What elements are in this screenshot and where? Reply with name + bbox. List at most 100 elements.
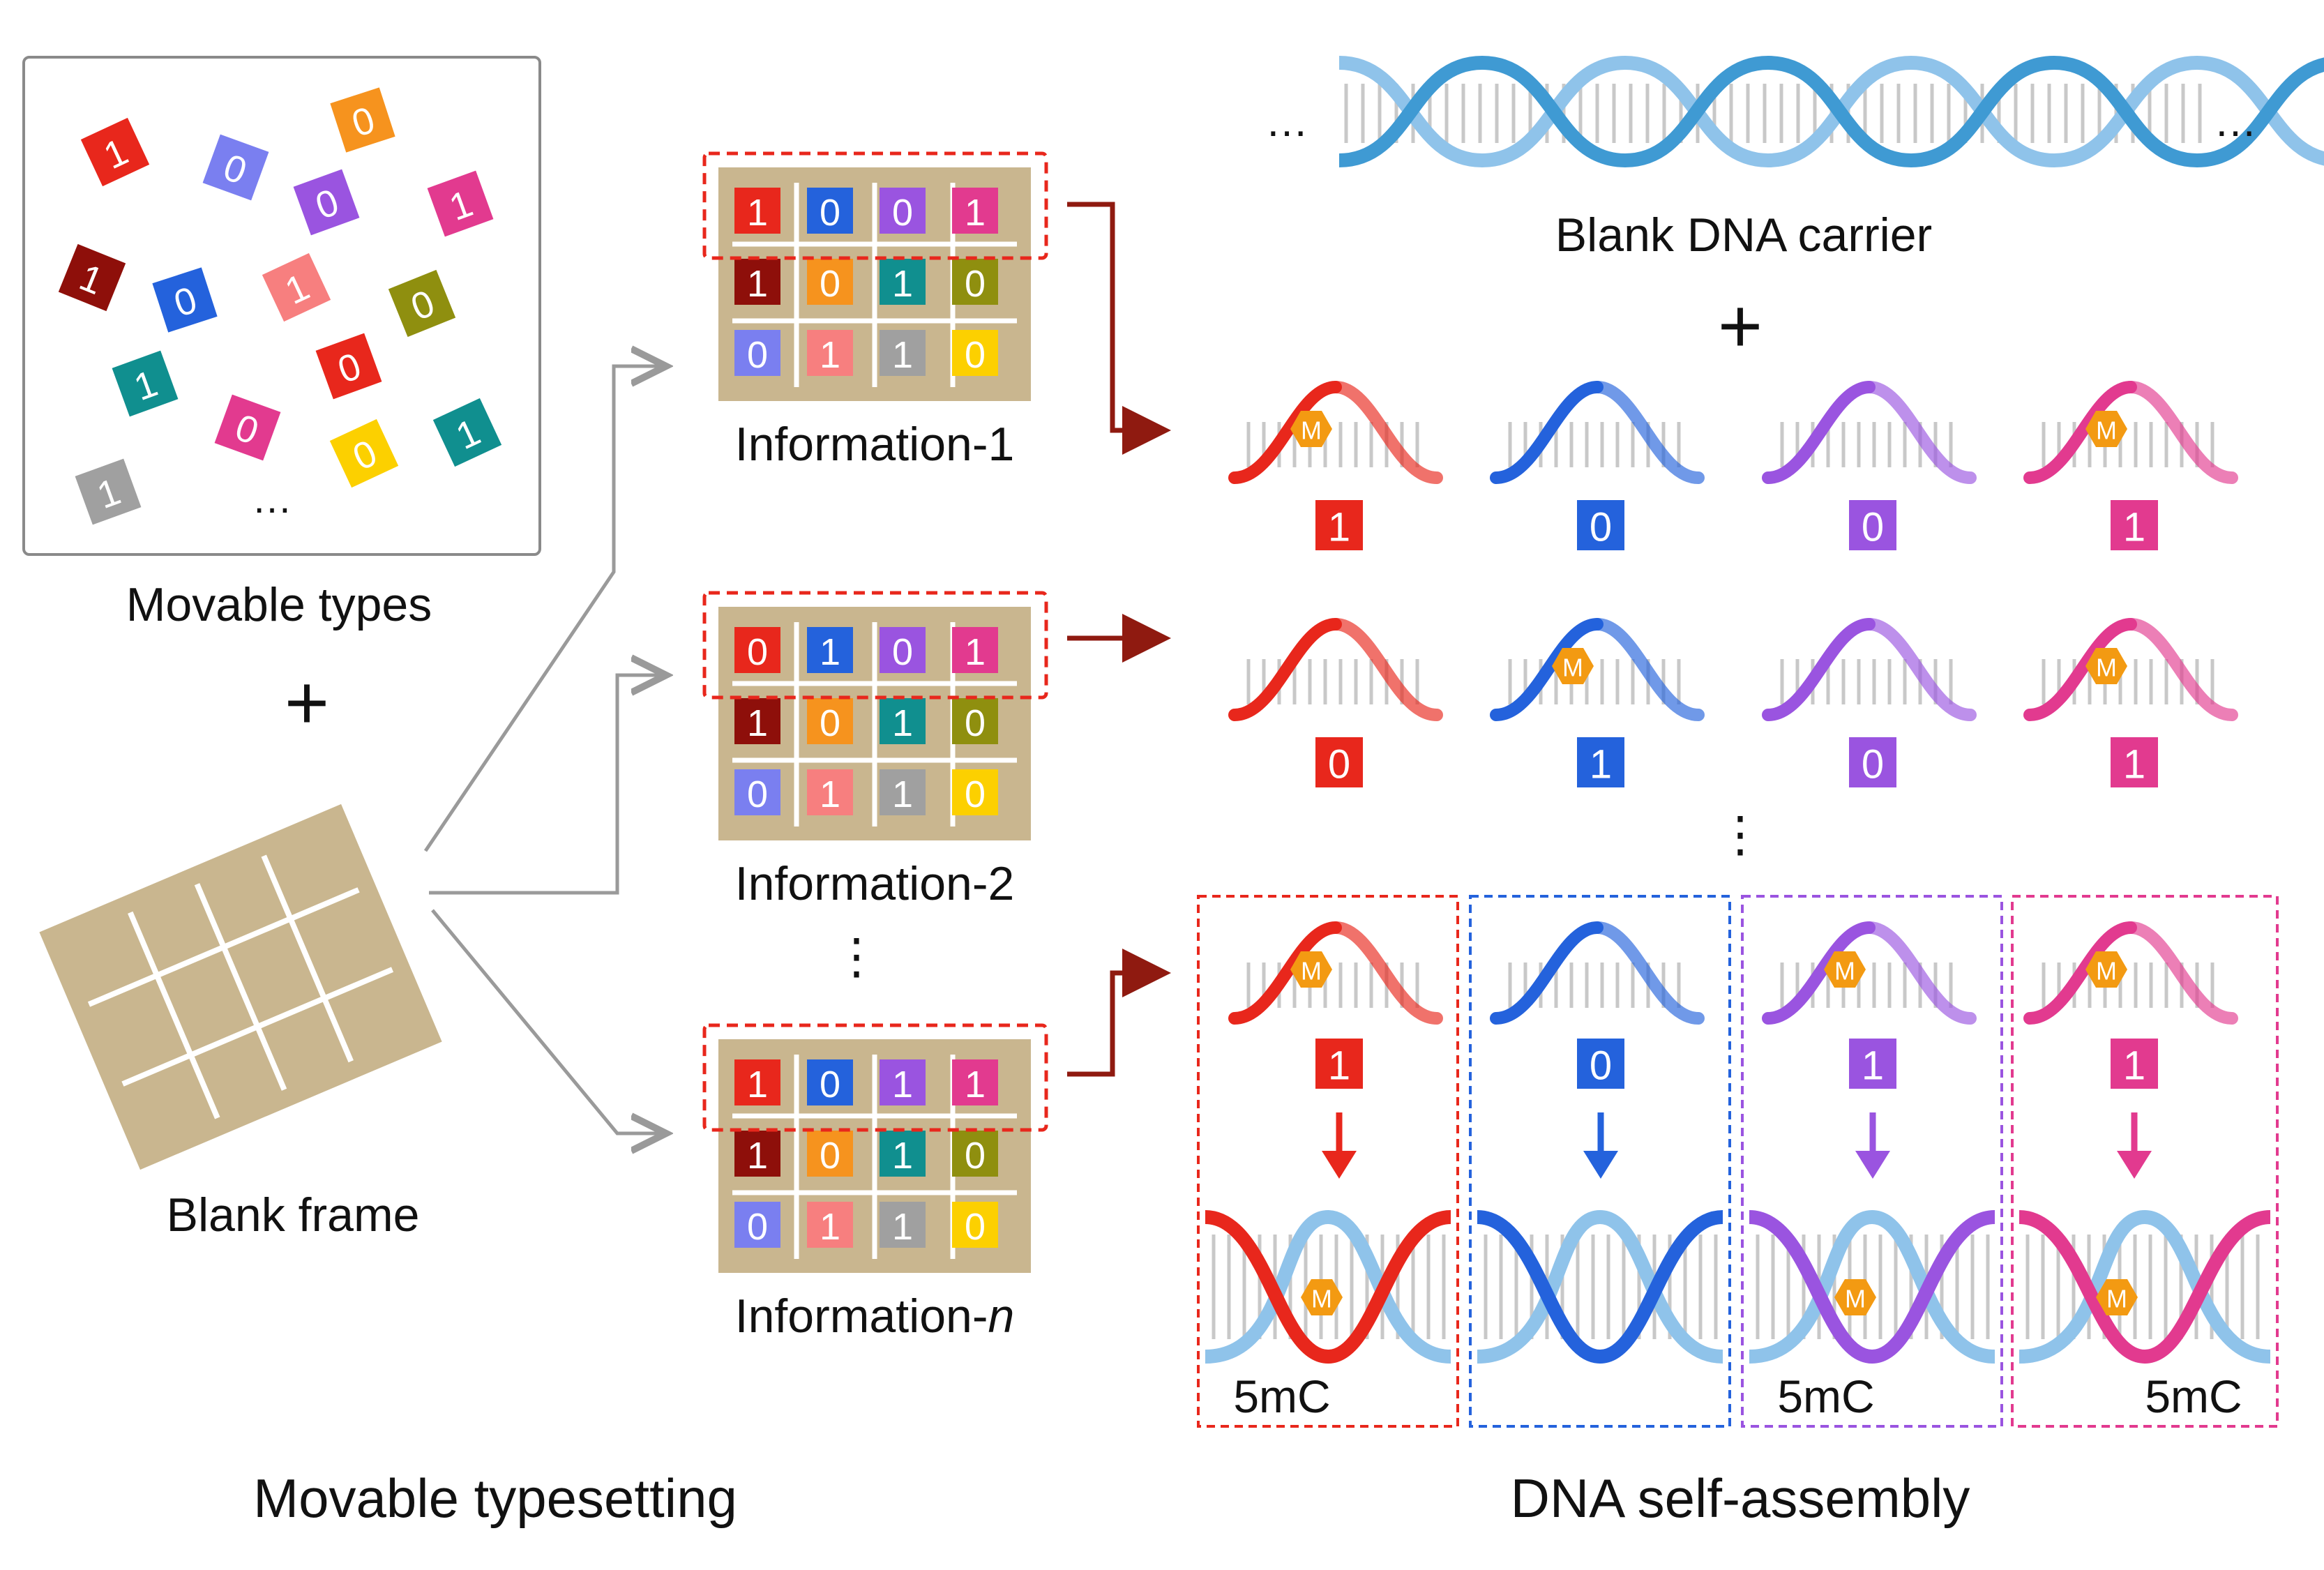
grid-cell-digit: 1	[820, 631, 840, 673]
grid-cell	[734, 1059, 780, 1105]
information-to-dna-arrows	[1067, 202, 1171, 1077]
grid-cell-digit: 0	[965, 1206, 986, 1248]
methyl-group-icon: M	[1290, 951, 1332, 988]
assembly-arrow-head	[2117, 1151, 2152, 1179]
bit-digit: 0	[1590, 1043, 1612, 1089]
grid-cell-digit: 1	[965, 192, 986, 234]
double-helix	[1477, 1209, 1723, 1364]
grid-cell-digit: 0	[892, 631, 913, 673]
grid-cell-digit: 0	[820, 1064, 840, 1105]
bit-digit: 1	[2123, 1043, 2145, 1089]
grid-cell	[952, 627, 998, 673]
grid-cell-digit: 1	[747, 1135, 768, 1177]
grid-cell-digit: 0	[965, 773, 986, 815]
methyl-group-icon: M	[1552, 648, 1594, 684]
grid-cell	[880, 627, 926, 673]
bit-box	[1849, 500, 1896, 550]
dna-vdots: ⋮	[1716, 807, 1765, 861]
carrier-ellipsis-left: …	[1265, 98, 1308, 146]
double-helix	[1205, 1209, 1451, 1364]
dna-encoding-cell: 0	[1228, 618, 1443, 787]
methyl-symbol: M	[2096, 416, 2117, 445]
methyl-group-icon: M	[1834, 1279, 1876, 1315]
dna-encoding-cell: M1	[1228, 381, 1443, 550]
movable-type-tile: 0	[214, 394, 281, 461]
grid-cell-digit: 0	[820, 1135, 840, 1177]
movable-type-tile: 1	[262, 252, 331, 322]
grid-cell	[952, 188, 998, 234]
dna-self-assembly-title: DNA self-assembly	[1511, 1467, 1970, 1529]
grid-cell	[880, 1059, 926, 1105]
assembly-dashed-box	[2011, 895, 2279, 1428]
grid-cell	[952, 259, 998, 305]
grid-cell-digit: 1	[892, 1206, 913, 1248]
bit-digit: 1	[1328, 1043, 1350, 1089]
right-plus-sign: +	[1718, 283, 1763, 369]
bit-box	[1315, 737, 1363, 787]
information-label: Information-1	[735, 418, 1015, 471]
methyl-group-icon: M	[1290, 411, 1332, 447]
grid-cell	[952, 1131, 998, 1177]
grid-cell	[807, 188, 853, 234]
methylation-mark-label: 5mC	[2145, 1371, 2242, 1422]
blank-dna-carrier	[1338, 55, 2324, 168]
bit-box	[1577, 500, 1624, 550]
grid-cell-digit: 0	[965, 334, 986, 376]
grid-cell	[880, 769, 926, 815]
grid-cell	[734, 769, 780, 815]
grid-cell-digit: 0	[965, 263, 986, 305]
grid-cell-digit: 0	[820, 702, 840, 744]
movable-type-tile: 0	[152, 267, 218, 333]
bit-digit: 1	[1862, 1043, 1884, 1089]
movable-type-tile: 1	[112, 350, 179, 417]
grid-cell	[880, 698, 926, 744]
grid-cell-digit: 1	[965, 631, 986, 673]
single-strand-dna	[1762, 381, 1977, 484]
grid-cell-digit: 0	[820, 263, 840, 305]
assembly-dashed-box	[1197, 895, 1459, 1428]
grid-cell-digit: 1	[892, 263, 913, 305]
dna-encoding-cell: 0	[1762, 381, 1977, 550]
dna-encoding-cell: M1	[1490, 618, 1705, 787]
bit-digit: 0	[1590, 505, 1612, 550]
selected-row-highlight	[702, 1023, 1048, 1132]
grid-cell-digit: 0	[892, 192, 913, 234]
grid-cell	[807, 769, 853, 815]
methyl-group-icon: M	[2096, 1279, 2138, 1315]
movable-type-tile: 1	[58, 243, 126, 312]
methyl-symbol: M	[2106, 1285, 2127, 1313]
methyl-symbol: M	[1301, 416, 1322, 445]
bit-digit: 0	[1862, 742, 1884, 787]
grid-cell-digit: 1	[747, 192, 768, 234]
assembly-arrow-head	[1583, 1151, 1618, 1179]
methyl-group-icon: M	[2085, 648, 2127, 684]
bit-box	[2111, 500, 2158, 550]
grid-cell	[807, 627, 853, 673]
bit-box	[1849, 1039, 1896, 1089]
left-plus-sign: +	[285, 660, 329, 746]
bit-box	[2111, 737, 2158, 787]
movable-type-tile: 0	[293, 169, 360, 236]
dna-assembly-cell: 0	[1469, 895, 1731, 1428]
grid-cell-digit: 1	[892, 702, 913, 744]
grid-cell-digit: 1	[820, 1206, 840, 1248]
methyl-symbol: M	[2096, 654, 2117, 682]
carrier-ellipsis-right: …	[2214, 98, 2257, 146]
dna-encoding-cell: M1	[2023, 381, 2238, 550]
bit-digit: 1	[2123, 742, 2145, 787]
grid-cell	[952, 1202, 998, 1248]
single-strand-dna	[1490, 381, 1705, 484]
assembly-arrow-head	[1855, 1151, 1890, 1179]
double-helix	[2019, 1209, 2271, 1364]
movable-type-tile: 1	[432, 398, 502, 467]
single-strand-dna: M	[1762, 921, 1977, 1025]
grid-cell	[880, 259, 926, 305]
grid-cell-digit: 0	[747, 334, 768, 376]
grid-cell	[807, 330, 853, 376]
grid-cell	[880, 1131, 926, 1177]
methyl-group-icon: M	[2085, 951, 2127, 988]
